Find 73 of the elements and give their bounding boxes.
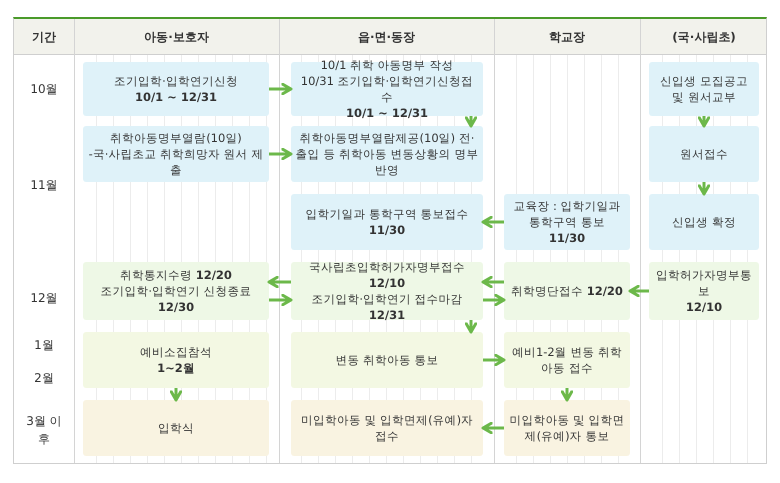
arrow <box>698 182 710 196</box>
step-box <box>291 194 483 250</box>
step-text: 취학통지수령 12/20 <box>120 266 232 283</box>
step-text: 10/31 조기입학·입학연기신청접수 <box>300 72 474 106</box>
step-text: 신입생 확정 <box>672 214 736 230</box>
step-text: 10/1 ~ 12/31 <box>346 105 428 122</box>
arrow <box>269 148 292 160</box>
step-text: 11/30 <box>548 230 586 246</box>
step-text: 12/10 <box>686 299 722 316</box>
arrow <box>482 422 504 434</box>
step-text: 원서접수 <box>680 146 728 162</box>
arrow <box>269 82 292 96</box>
period-label: 12월 <box>30 290 58 307</box>
period-label: 2월 <box>34 370 54 387</box>
arrow <box>268 276 291 288</box>
column-header: 읍·면·동장 <box>358 28 416 46</box>
arrow <box>482 276 504 288</box>
step-text: 교육장 : 입학기일과 통학구역 통보 <box>512 198 622 230</box>
arrow <box>269 294 292 306</box>
step-text: 예비소집참석 <box>140 344 212 360</box>
step-box <box>83 332 269 388</box>
step-text: 변동 취학아동 통보 <box>335 352 439 368</box>
step-box <box>649 126 759 182</box>
step-box <box>291 332 483 388</box>
step-box <box>504 400 630 456</box>
period-label: 1월 <box>34 337 54 354</box>
arrow <box>482 216 504 228</box>
step-text: 국사립초입학허가자명부접수12/10 <box>308 258 466 291</box>
step-text: 미입학아동 및 입학면제(유예)자접수 <box>300 412 474 444</box>
arrow <box>170 388 182 402</box>
step-box <box>649 194 759 250</box>
column-header: 기간 <box>32 28 56 46</box>
column-header: 학교장 <box>549 28 585 46</box>
step-text: 1~2월 <box>157 360 195 376</box>
step-text: 조기입학·입학연기신청 <box>114 72 238 89</box>
step-box <box>83 400 269 456</box>
step-box <box>291 400 483 456</box>
step-text: 조기입학·입학연기 신청종료 12/30 <box>99 282 253 316</box>
period-label: 3월 이후 <box>26 413 62 448</box>
arrow <box>628 284 649 298</box>
step-text: 신입생 모집공고 및 원서교부 <box>659 72 749 106</box>
step-text: 미입학아동 및 입학면제(유예)자 통보 <box>508 412 626 444</box>
arrow <box>698 116 710 128</box>
step-text: 취학명단접수 12/20 <box>511 282 623 300</box>
step-box <box>504 262 630 320</box>
step-text: 10/1 취학 아동명부 작성 <box>320 56 454 73</box>
step-box <box>649 62 759 116</box>
step-box <box>504 332 630 388</box>
step-box <box>83 126 269 182</box>
period-label: 10월 <box>30 81 58 98</box>
step-text: 취학아동명부열람(10일) <box>110 130 242 146</box>
step-text: 예비1-2월 변동 취학아동 접수 <box>510 344 624 376</box>
step-box <box>83 62 269 116</box>
step-text: 11/30 <box>368 222 406 238</box>
arrow <box>483 354 506 366</box>
step-text: -국·사립초교 취학희망자 원서 제출 <box>88 146 264 178</box>
step-box <box>83 262 269 320</box>
step-text: 조기입학·입학연기 접수마감 12/31 <box>310 291 464 324</box>
step-text: 입학식 <box>158 420 194 436</box>
step-text: 입학허가자명부통보 <box>655 266 753 300</box>
step-box <box>504 194 630 250</box>
step-box <box>649 262 759 320</box>
arrow <box>464 116 478 128</box>
period-label: 11월 <box>30 177 58 194</box>
step-box <box>291 262 483 320</box>
step-text: 입학기일과 통학구역 통보접수 <box>305 206 469 222</box>
step-text: 10/1 ~ 12/31 <box>134 89 218 106</box>
arrow <box>560 388 574 402</box>
arrow <box>464 320 478 334</box>
column-header: 아동·보호자 <box>144 28 209 46</box>
column-header: (국·사립초) <box>672 28 736 46</box>
arrow <box>483 294 506 306</box>
step-text: 취학아동명부열람제공(10일) 전·출입 등 취학아동 변동상황의 명부 반영 <box>295 130 479 178</box>
